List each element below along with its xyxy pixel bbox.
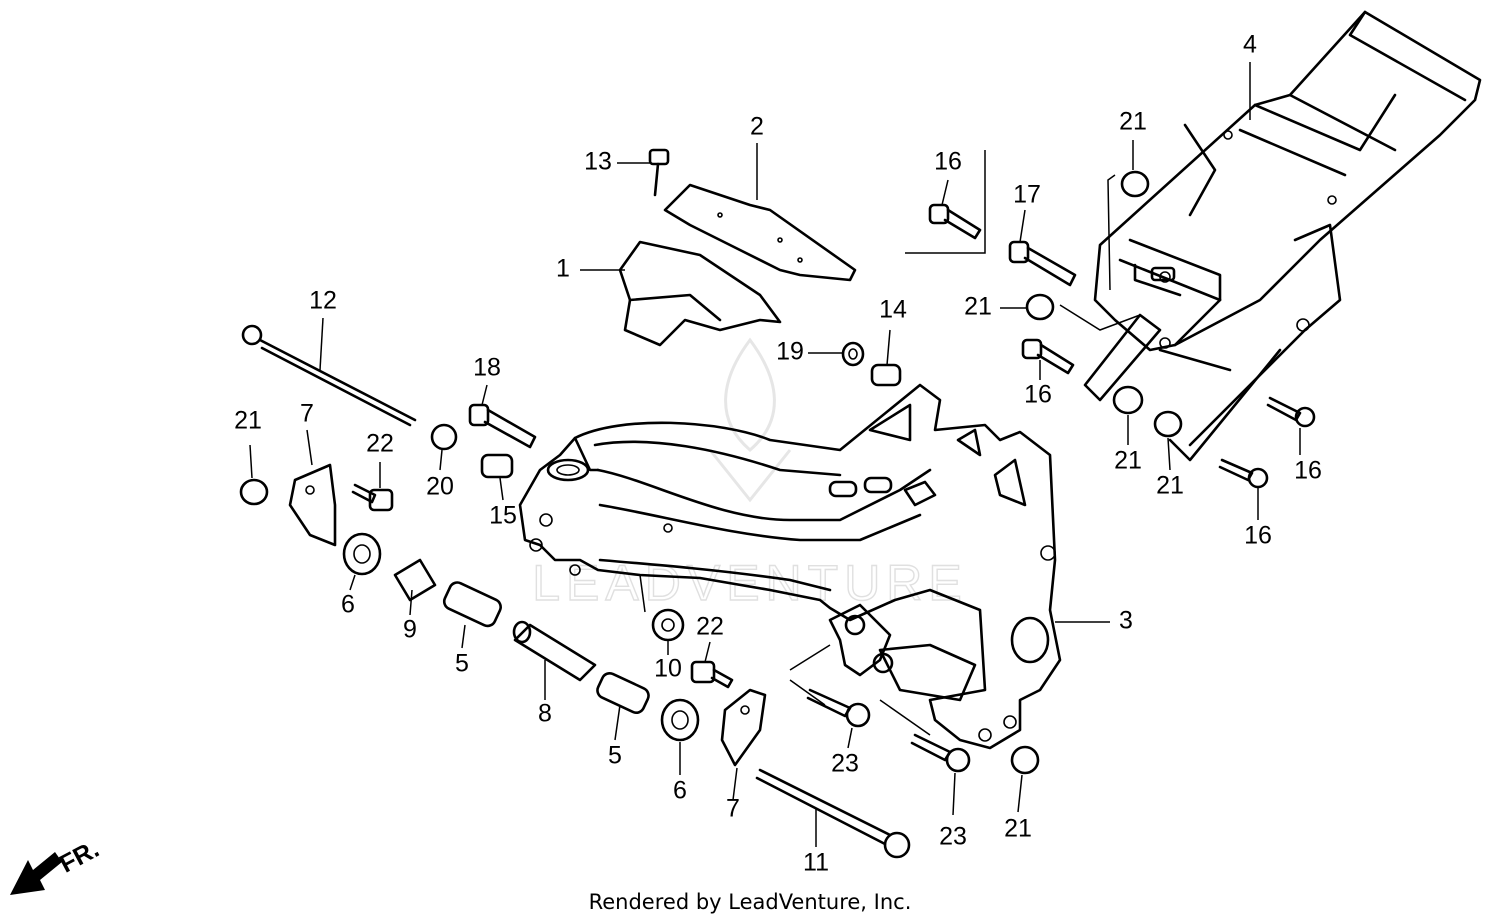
washer-10: [651, 608, 685, 642]
callout-21e: 21: [1156, 472, 1184, 500]
callout-labels: 1 2 3 4 5 5 6 6 7 7 8 9 10 11 12 13 14 1…: [234, 31, 1322, 877]
callout-7a: 7: [300, 400, 314, 428]
callout-9: 9: [403, 616, 417, 644]
callout-16d: 16: [1244, 522, 1272, 550]
bolt-13: [648, 148, 670, 197]
callout-4: 4: [1243, 31, 1257, 59]
callout-21d: 21: [1114, 447, 1142, 475]
callout-22a: 22: [366, 430, 394, 458]
callout-13: 13: [584, 148, 612, 176]
callout-6b: 6: [673, 777, 687, 805]
callout-10: 10: [654, 655, 682, 683]
bushing-6a: [342, 532, 382, 576]
callout-15: 15: [489, 502, 517, 530]
callout-18: 18: [473, 354, 501, 382]
collar-15: [480, 453, 514, 479]
adjuster-5b: [596, 671, 650, 715]
callout-2: 2: [750, 113, 764, 141]
callout-23b: 23: [939, 823, 967, 851]
callout-23a: 23: [831, 750, 859, 778]
collar-9: [393, 558, 437, 602]
callout-21a: 21: [234, 407, 262, 435]
callout-22b: 22: [696, 613, 724, 641]
rear-subframe: [1083, 10, 1482, 462]
nut-21-e: [1153, 410, 1183, 438]
callout-12: 12: [309, 287, 337, 315]
bracket-7b: [720, 688, 767, 767]
leader-lines: [249, 62, 1301, 847]
callout-14: 14: [879, 296, 907, 324]
callout-5b: 5: [608, 742, 622, 770]
nut-21-c: [1025, 293, 1055, 321]
callout-7b: 7: [726, 795, 740, 823]
callout-17: 17: [1013, 181, 1041, 209]
bolt-11: [755, 768, 911, 859]
front-direction-arrow-icon: [10, 852, 62, 895]
nut-20: [430, 423, 458, 451]
callout-11: 11: [803, 849, 829, 877]
direction-label: FR.: [55, 835, 104, 879]
callout-1: 1: [556, 255, 570, 283]
bolt-16-right1: [1266, 396, 1316, 428]
callout-16a: 16: [934, 148, 962, 176]
callout-3: 3: [1119, 607, 1133, 635]
callout-6a: 6: [341, 591, 355, 619]
nut-21-f: [1010, 745, 1040, 775]
render-credit: Rendered by LeadVenture, Inc.: [588, 890, 912, 914]
bolt-23-b: [910, 733, 971, 773]
bolt-22-b: [690, 660, 734, 689]
heat-guard: [663, 183, 857, 282]
nut-21-b: [1120, 170, 1150, 198]
bolt-22-a: [351, 483, 394, 512]
bushing-6b: [660, 698, 700, 742]
nut-21-d: [1112, 385, 1144, 415]
bolt-16-left: [1021, 338, 1075, 375]
main-frame: [518, 383, 1062, 750]
bolt-23-a: [806, 688, 871, 728]
bolt-17: [1008, 240, 1077, 287]
callout-5a: 5: [455, 650, 469, 678]
watermark-flame-icon: [708, 337, 792, 503]
collar-8: [512, 620, 597, 682]
adjuster-5a: [442, 581, 502, 628]
collar-14: [870, 363, 902, 387]
callout-21f: 21: [1004, 815, 1032, 843]
watermark: LEADVENTURE: [532, 555, 968, 611]
nut-21-a: [239, 478, 269, 506]
bracket-7a: [288, 463, 337, 547]
callout-19: 19: [776, 338, 804, 366]
bolt-12: [241, 324, 417, 427]
callout-8: 8: [538, 700, 552, 728]
bolt-16-right2: [1218, 458, 1269, 489]
callout-16c: 16: [1294, 457, 1322, 485]
callout-16b: 16: [1024, 381, 1052, 409]
bolt-16-top: [928, 203, 982, 240]
callout-20: 20: [426, 473, 454, 501]
callout-21b: 21: [1119, 108, 1147, 136]
bolt-18: [468, 403, 537, 449]
callout-21c: 21: [964, 293, 992, 321]
battery-case: [618, 240, 782, 347]
washer-19: [841, 341, 865, 367]
